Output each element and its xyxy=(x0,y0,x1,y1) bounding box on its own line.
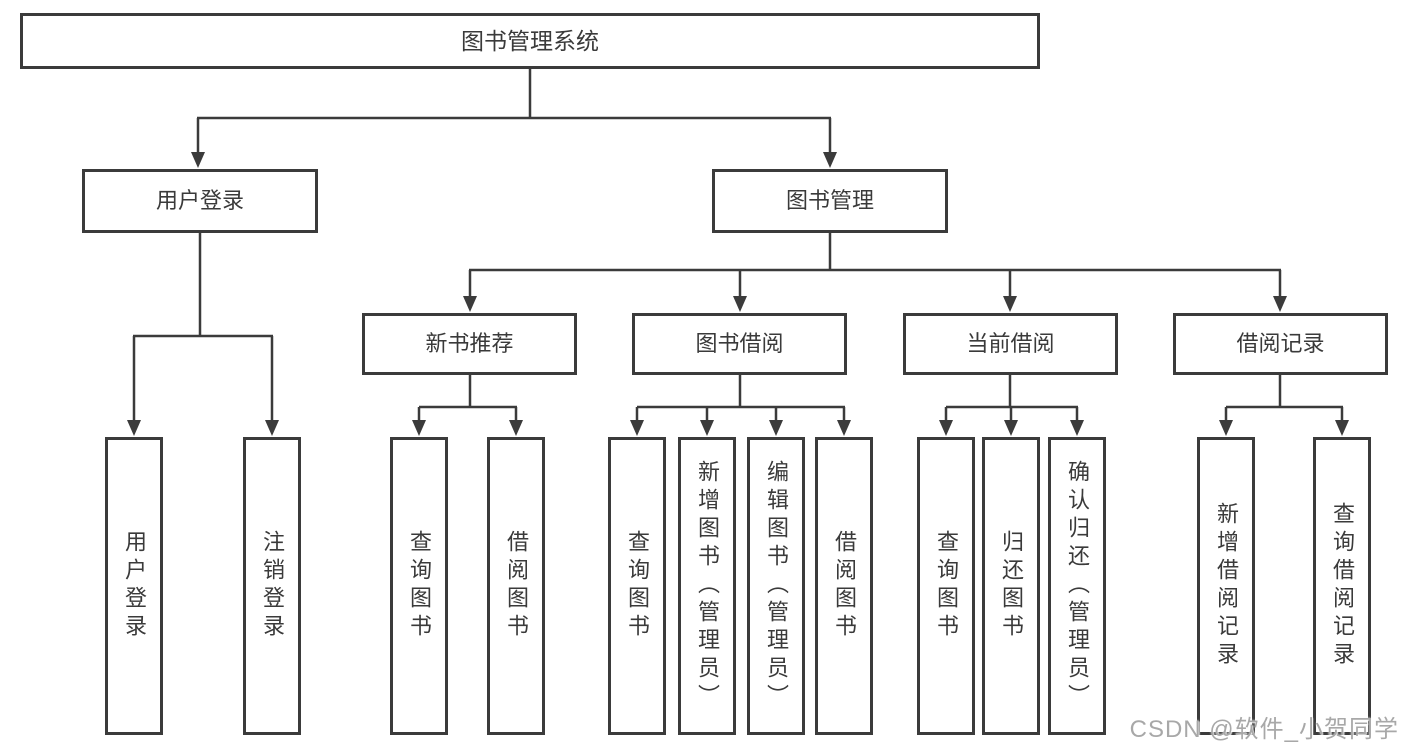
leaf-borrow-books-recommend: 借阅图书 xyxy=(487,437,545,735)
leaf-edit-books-admin-label: 编辑图书（管理员） xyxy=(764,460,789,712)
leaf-query-books-current: 查询图书 xyxy=(917,437,975,735)
node-book-borrowing-label: 图书借阅 xyxy=(695,331,784,356)
node-book-management: 图书管理 xyxy=(712,169,948,233)
node-current-borrowing: 当前借阅 xyxy=(903,313,1118,375)
leaf-query-books-borrowing-label: 查询图书 xyxy=(625,530,650,642)
leaf-edit-books-admin: 编辑图书（管理员） xyxy=(747,437,805,735)
node-user-login-branch-label: 用户登录 xyxy=(155,188,244,213)
leaf-return-books: 归还图书 xyxy=(982,437,1040,735)
node-borrowing-records: 借阅记录 xyxy=(1173,313,1388,375)
leaf-add-books-admin-label: 新增图书（管理员） xyxy=(695,460,720,712)
node-current-borrowing-label: 当前借阅 xyxy=(966,331,1055,356)
node-root-label: 图书管理系统 xyxy=(461,27,599,54)
leaf-add-borrow-record: 新增借阅记录 xyxy=(1197,437,1255,735)
leaf-query-books-current-label: 查询图书 xyxy=(934,530,959,642)
leaf-query-borrow-record-label: 查询借阅记录 xyxy=(1330,502,1355,670)
node-root: 图书管理系统 xyxy=(20,13,1040,69)
node-borrowing-records-label: 借阅记录 xyxy=(1236,331,1325,356)
leaf-query-books-borrowing: 查询图书 xyxy=(608,437,666,735)
leaf-query-books-recommend-label: 查询图书 xyxy=(407,530,432,642)
leaf-user-login-label: 用户登录 xyxy=(122,530,147,642)
node-book-borrowing: 图书借阅 xyxy=(632,313,847,375)
leaf-borrow-books-borrowing: 借阅图书 xyxy=(815,437,873,735)
leaf-borrow-books-recommend-label: 借阅图书 xyxy=(504,530,529,642)
node-book-management-label: 图书管理 xyxy=(785,188,874,213)
node-user-login-branch: 用户登录 xyxy=(82,169,318,233)
leaf-logout-label: 注销登录 xyxy=(260,530,285,642)
leaf-query-borrow-record: 查询借阅记录 xyxy=(1313,437,1371,735)
node-new-book-recommend: 新书推荐 xyxy=(362,313,577,375)
leaf-borrow-books-borrowing-label: 借阅图书 xyxy=(832,530,857,642)
leaf-logout: 注销登录 xyxy=(243,437,301,735)
leaf-confirm-return-admin-label: 确认归还（管理员） xyxy=(1065,460,1090,712)
node-new-book-recommend-label: 新书推荐 xyxy=(425,331,514,356)
leaf-add-borrow-record-label: 新增借阅记录 xyxy=(1214,502,1239,670)
leaf-confirm-return-admin: 确认归还（管理员） xyxy=(1048,437,1106,735)
csdn-watermark: CSDN @软件_小贺同学 xyxy=(1129,716,1399,743)
leaf-user-login: 用户登录 xyxy=(105,437,163,735)
leaf-query-books-recommend: 查询图书 xyxy=(390,437,448,735)
leaf-return-books-label: 归还图书 xyxy=(999,530,1024,642)
leaf-add-books-admin: 新增图书（管理员） xyxy=(678,437,736,735)
